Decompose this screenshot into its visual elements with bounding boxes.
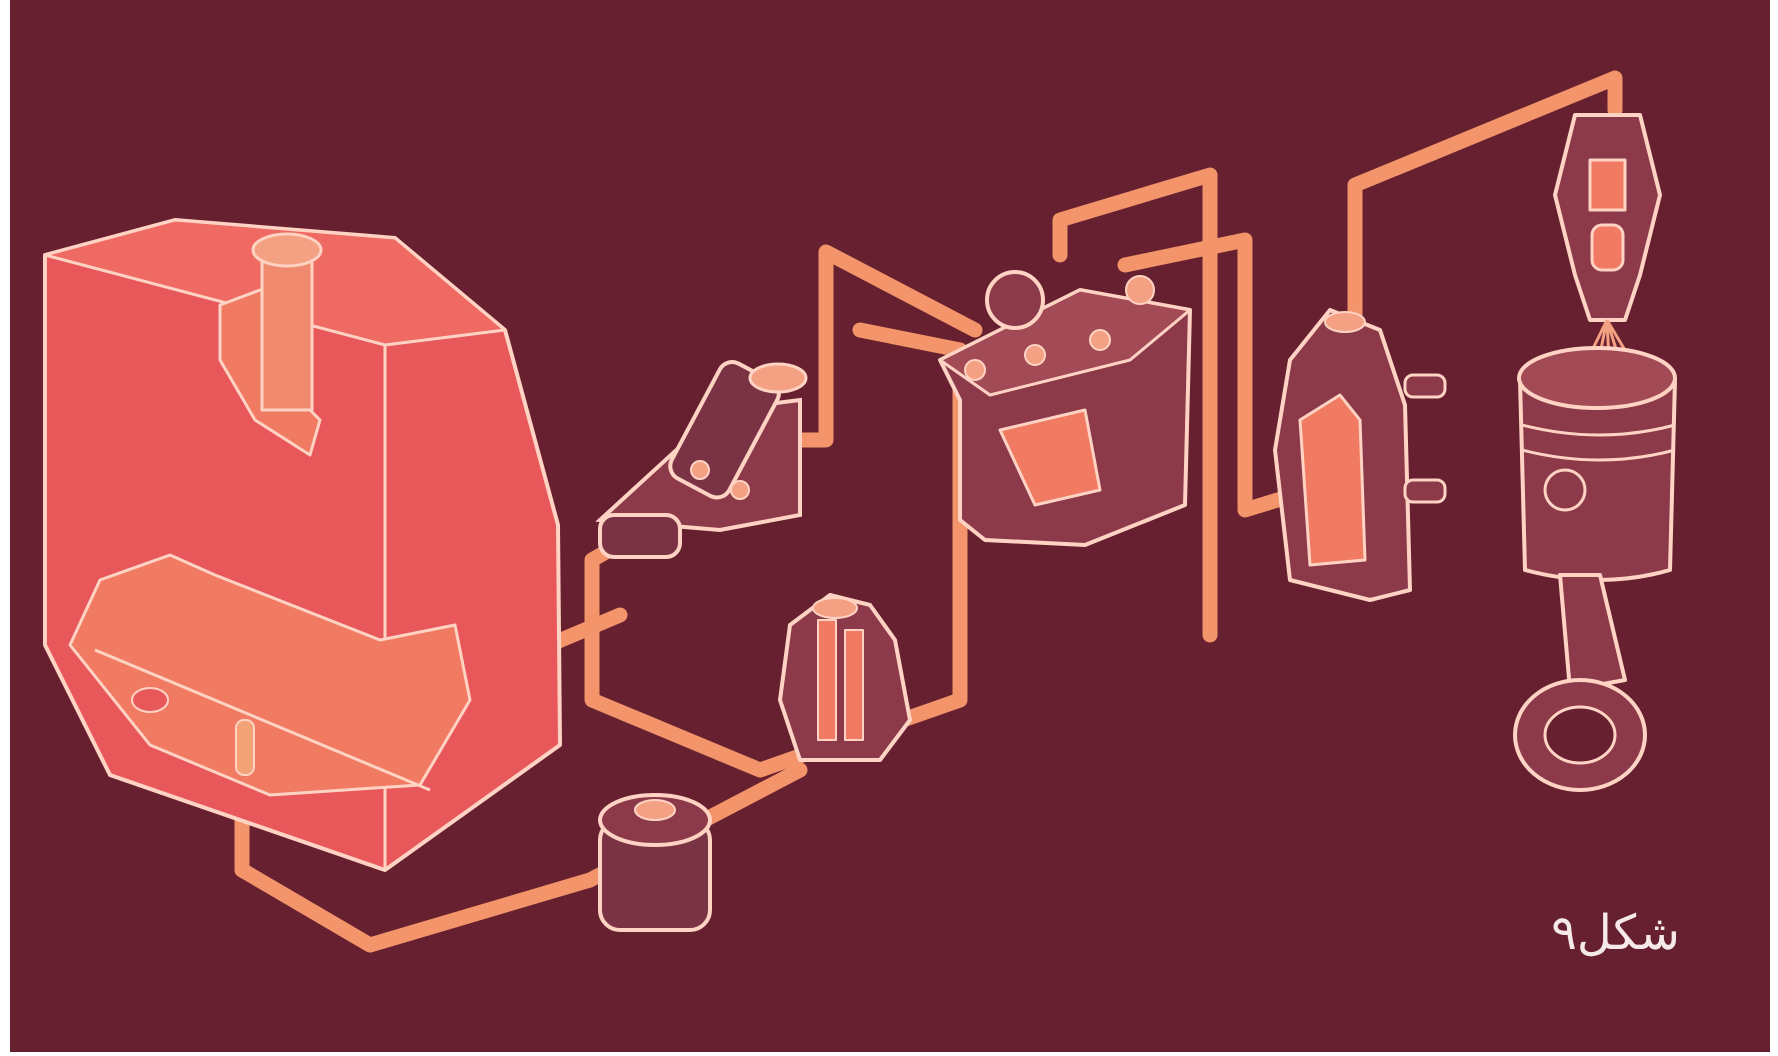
filler-cap xyxy=(253,234,321,266)
filter-icon xyxy=(600,795,710,930)
fuel-tank-icon xyxy=(45,220,560,870)
figure-caption: شکل۹ xyxy=(1490,905,1680,961)
filler-neck xyxy=(262,250,312,410)
